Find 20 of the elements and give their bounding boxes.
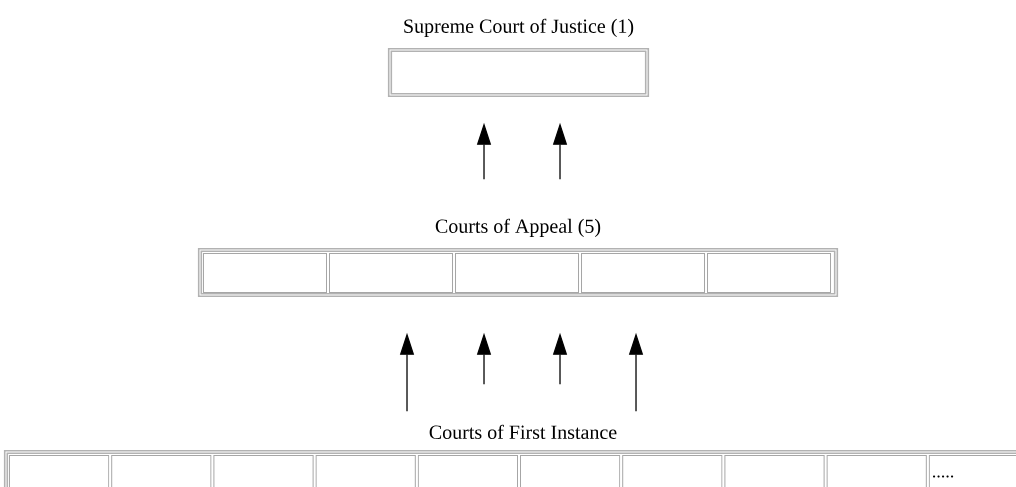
- table-cell: [111, 455, 212, 487]
- table-cell: [203, 253, 327, 293]
- table-cell: [622, 455, 723, 487]
- table-cell: [455, 253, 579, 293]
- table-cell: [581, 253, 705, 293]
- table-cell: [707, 253, 831, 293]
- table-cell: [826, 455, 927, 487]
- table-cell: [417, 455, 518, 487]
- table-cell: .....: [928, 455, 1016, 487]
- table-cell: [213, 455, 314, 487]
- table-box: Supreme Court of Justice (1): [387, 18, 650, 98]
- node-label: Supreme Court of Justice (1): [404, 18, 634, 37]
- table-cell: [724, 455, 825, 487]
- table-cell: [9, 455, 110, 487]
- node-label: Courts of Appeal (5): [435, 218, 601, 237]
- table-box: Courts of Appeal (5): [197, 218, 839, 298]
- table-cell: [315, 455, 416, 487]
- table-cell: [520, 455, 621, 487]
- table-cell: [329, 253, 453, 293]
- node-label: Courts of First Instance: [429, 424, 617, 439]
